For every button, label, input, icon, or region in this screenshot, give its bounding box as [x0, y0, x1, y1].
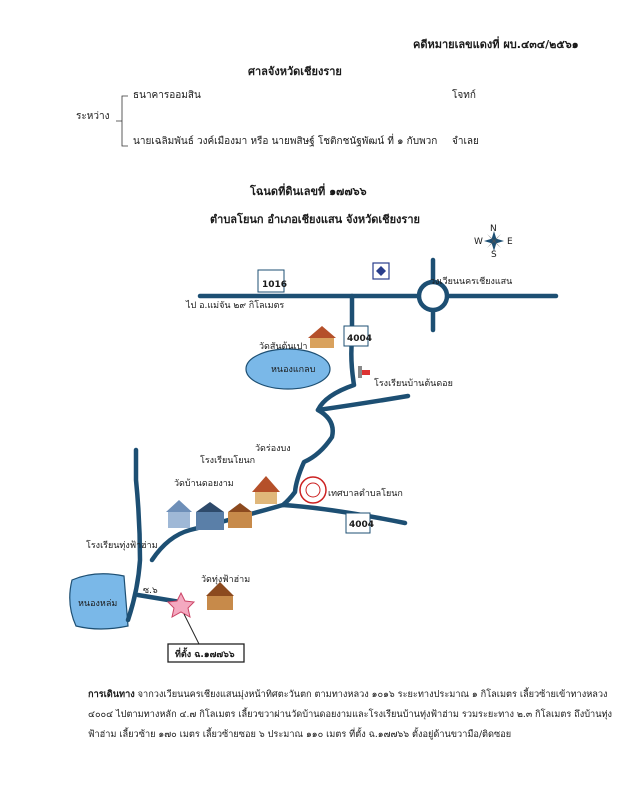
- road-1016-label: 1016: [262, 280, 287, 290]
- road-main-west: [149, 502, 286, 563]
- wat-rong-bong-label: วัดร่องบง: [255, 444, 291, 454]
- road-4004: [280, 293, 357, 508]
- plaintiff-name: ธนาคารออมสิน: [133, 90, 201, 101]
- school-ban-ton-doi-icon: [358, 366, 370, 378]
- school-thung-fa-ham-label: โรงเรียนทุ่งฟ้าฮ่าม: [86, 540, 158, 551]
- directions-line-3: ฟ้าฮ่าม เลี้ยวซ้าย ๑๗๐ เมตร เลี้ยวซ้ายซอ…: [88, 729, 512, 740]
- school-ban-ton-doi-label: โรงเรียนบ้านต้นดอย: [374, 378, 453, 389]
- roundabout: [416, 279, 450, 313]
- directions: การเดินทาง จากวงเวียนนครเชียงแสนมุ่งหน้า…: [88, 685, 613, 745]
- defendant-role: จำเลย: [452, 136, 479, 147]
- compass-s: S: [491, 250, 497, 260]
- location-title: ตำบลโยนก อำเภอเชียงแสน จังหวัดเชียงราย: [210, 213, 420, 226]
- lake-nong-kaelap: [245, 348, 331, 390]
- school-yonok-icon: [228, 503, 252, 528]
- temple-santonpao-icon: [308, 326, 336, 348]
- wat-thung-fa-ham-label: วัดทุ่งฟ้าฮ่าม: [201, 574, 250, 585]
- temple-thung-fa-ham-icon: [206, 582, 234, 610]
- temple-rong-bong-icon: [252, 476, 280, 504]
- plaintiff-role: โจทก์: [452, 90, 476, 101]
- road-side-branch: [315, 393, 411, 413]
- court-title: ศาลจังหวัดเชียงราย: [248, 65, 342, 78]
- bank-logo-icon: [372, 262, 390, 280]
- compass-w: W: [474, 237, 483, 247]
- compass-icon: N E S W: [474, 224, 513, 260]
- parties-bracket: [116, 95, 128, 147]
- roundabout-label: วงเวียนนครเชียงแสน: [430, 276, 512, 287]
- school-yonok-label: โรงเรียนโยนก: [200, 455, 255, 466]
- between-label: ระหว่าง: [76, 111, 110, 122]
- location-map: N E S W หนองแกลบ หนองหล่ม 1016 4004 4004: [69, 95, 559, 663]
- road-east-branch: [280, 502, 408, 526]
- wat-ban-don-ngam-label: วัดบ้านดอยงาม: [174, 478, 234, 489]
- directions-line-2: ๔๐๐๔ ไปตามทางหลัก ๔.๗ กิโลเมตร เลี้ยวขวา…: [88, 709, 613, 720]
- site-star-icon: [166, 591, 196, 618]
- road-west-vertical: [125, 447, 143, 623]
- directions-line-1: จากวงเวียนนครเชียงแสนมุ่งหน้าทิศตะวันตก …: [137, 689, 608, 700]
- municipality-seal-icon: [299, 476, 327, 504]
- road-soi-6: [135, 592, 183, 605]
- school-thung-fa-ham-icon: [166, 500, 192, 528]
- compass-n: N: [490, 224, 497, 234]
- lake-nong-lom-label: หนองหล่ม: [78, 599, 117, 609]
- temple-ban-don-ngam-icon: [196, 502, 224, 530]
- soi-6-label: ซ.๖: [143, 586, 158, 596]
- case-number: คดีหมายเลขแดงที่ ผบ.๔๓๔/๒๕๖๑: [413, 38, 579, 51]
- lake-nong-lom: [69, 573, 129, 630]
- highway-1016-sign: 1016: [257, 269, 287, 293]
- wat-santonpao-label: วัดสันต้นเปา: [259, 341, 307, 352]
- defendant-name: นายเฉลิมพันธ์ วงค์เมืองมา หรือ นายพสิษฐ์…: [133, 136, 438, 147]
- road-4004-bottom-label: 4004: [349, 520, 374, 530]
- compass-e: E: [507, 237, 513, 247]
- highway-4004-sign-bottom: 4004: [345, 512, 374, 534]
- site-label: ที่ตั้ง ฉ.๑๗๗๖๖: [175, 647, 235, 660]
- directions-heading: การเดินทาง: [88, 689, 135, 700]
- deed-title: โฉนดที่ดินเลขที่ ๑๗๗๖๖: [250, 185, 367, 198]
- yonok-municipality-label: เทศบาลตำบลโยนก: [328, 488, 403, 499]
- to-mae-chan-label: ไป อ.แม่จัน ๒๙ กิโลเมตร: [185, 300, 284, 311]
- road-4004-top-label: 4004: [347, 334, 372, 344]
- site-label-box: [167, 643, 245, 663]
- site-pointer: [183, 613, 201, 647]
- lake-nong-kaelap-label: หนองแกลบ: [271, 365, 316, 375]
- highway-4004-sign-top: 4004: [343, 325, 372, 347]
